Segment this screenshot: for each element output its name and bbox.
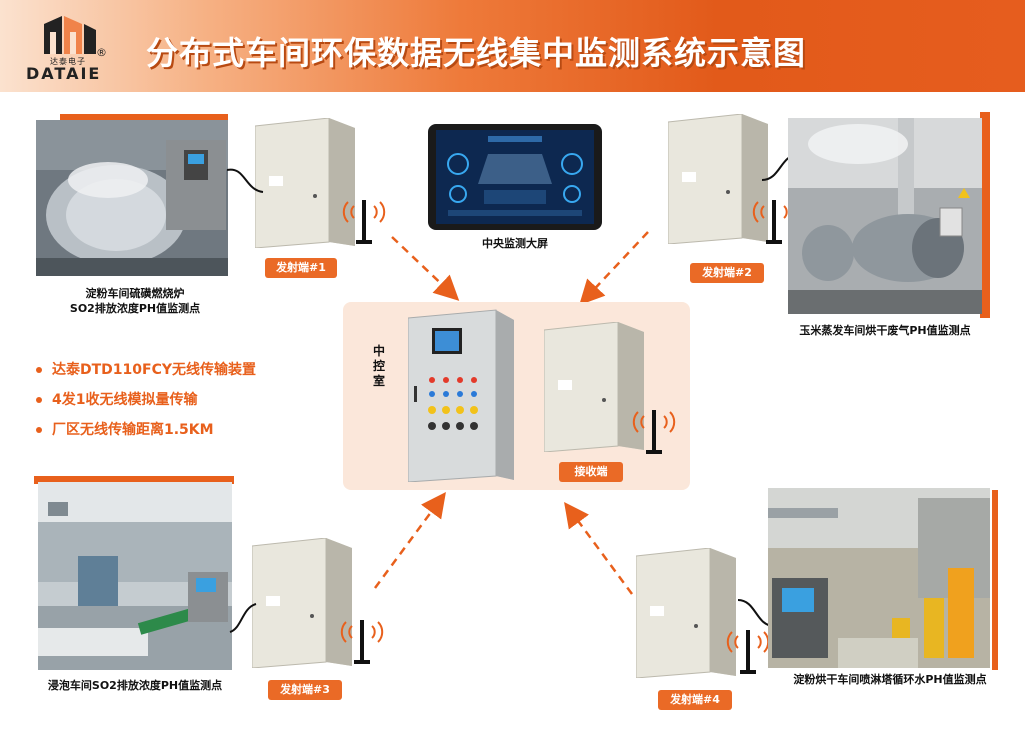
cable-icon-3 [229,603,257,633]
header-banner [0,0,1025,92]
station-3-tag: 发射端#3 [268,680,342,700]
photo-frame-accent [60,114,228,124]
bullet-dot-icon [36,427,42,433]
transmitter-cabinet-3 [252,538,352,668]
receiver-tag: 接收端 [559,462,623,482]
antenna-wireless-icon-1 [342,200,386,244]
arrow-station-2 [579,231,649,306]
station-2-tag: 发射端#2 [690,263,764,283]
arrow-station-4 [564,501,634,595]
transmitter-cabinet-1 [255,118,355,248]
station-4-tag: 发射端#4 [658,690,732,710]
arrow-station-1 [391,236,460,301]
photo-frame-accent-2 [980,112,990,318]
station-3-caption: 浸泡车间SO2排放浓度PH值监测点 [47,679,223,692]
receiver-cabinet [544,322,644,452]
feature-item-3: 厂区无线传输距离1.5KM [36,419,214,439]
station-1-photo [36,120,228,276]
station-4-photo [768,488,990,668]
station-4-caption: 淀粉烘干车间喷淋塔循环水PH值监测点 [793,673,987,686]
photo-frame-accent-3 [34,476,234,484]
station-2-caption: 玉米蒸发车间烘干废气PH值监测点 [799,324,971,337]
feature-item-1: 达泰DTD110FCY无线传输装置 [36,359,256,379]
station-1-caption-line2: SO2排放浓度PH值监测点 [69,302,201,315]
station-1-caption: 淀粉车间硫磺燃烧炉 SO2排放浓度PH值监测点 [30,286,240,316]
antenna-wireless-icon-receiver [632,410,676,454]
page-title: 分布式车间环保数据无线集中监测系统示意图 [146,34,807,72]
central-monitor-screen [428,124,602,230]
antenna-wireless-icon-3 [340,620,384,664]
bullet-dot-icon [36,367,42,373]
feature-item-2: 4发1收无线模拟量传输 [36,389,197,409]
transmitter-cabinet-2 [668,114,768,244]
arrow-station-3 [373,491,446,589]
logo-english-name: DATAIE [26,64,102,83]
station-1-caption-line1: 淀粉车间硫磺燃烧炉 [85,287,185,300]
station-2-photo [788,118,982,314]
logo-chinese-name: 达泰电子 [50,57,86,66]
control-cabinet [408,309,514,482]
transmitter-cabinet-4 [636,548,736,678]
central-screen-caption: 中央监测大屏 [482,237,548,250]
bullet-dot-icon [36,397,42,403]
cable-icon [226,168,264,193]
photo-frame-accent-4 [992,490,998,670]
station-1-tag: 发射端#1 [265,258,337,278]
control-room-label: 中控室 [373,344,386,388]
registered-mark: ® [96,46,107,59]
dataie-logo-icon [44,16,96,54]
station-3-photo [38,482,232,670]
